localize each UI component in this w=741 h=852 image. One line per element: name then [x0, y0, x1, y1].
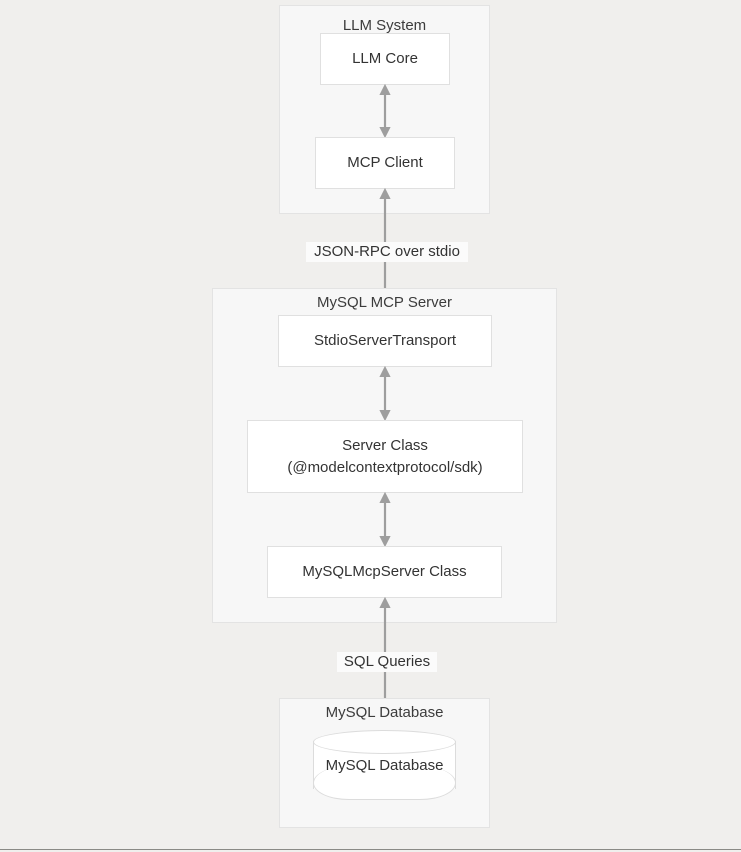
page-bottom-divider [0, 849, 741, 850]
group-llm-system-title: LLM System [342, 17, 427, 34]
node-mysql-mcp-server-class-label: MySQLMcpServer Class [302, 563, 467, 581]
node-stdio-server-transport[interactable]: StdioServerTransport [278, 315, 492, 367]
node-mysql-database-cylinder[interactable]: MySQL Database [313, 730, 456, 800]
group-mysql-mcp-server-title: MySQL MCP Server [316, 294, 453, 311]
node-server-class[interactable]: Server Class (@modelcontextprotocol/sdk) [247, 420, 523, 493]
edge-llm-core-mcp-client [379, 83, 391, 139]
cylinder-top-ellipse [313, 730, 456, 754]
group-mysql-database-title: MySQL Database [325, 704, 444, 721]
cylinder-bottom-ellipse [313, 766, 456, 800]
node-llm-core-label: LLM Core [352, 50, 418, 68]
node-mysql-mcp-server-class[interactable]: MySQLMcpServer Class [267, 546, 502, 598]
edge-label-json-rpc: JSON-RPC over stdio [306, 242, 468, 262]
node-stdio-server-transport-label: StdioServerTransport [313, 332, 456, 350]
node-mysql-database-cylinder-label: MySQL Database [325, 756, 444, 774]
edge-stdio-server-class [379, 365, 391, 422]
node-llm-core[interactable]: LLM Core [320, 33, 450, 85]
edge-server-class-mysqlmcp [379, 491, 391, 548]
node-mcp-client-label: MCP Client [347, 154, 423, 172]
edge-label-sql-queries: SQL Queries [337, 652, 437, 672]
node-mcp-client[interactable]: MCP Client [315, 137, 455, 189]
node-server-class-label: Server Class (@modelcontextprotocol/sdk) [287, 436, 483, 476]
